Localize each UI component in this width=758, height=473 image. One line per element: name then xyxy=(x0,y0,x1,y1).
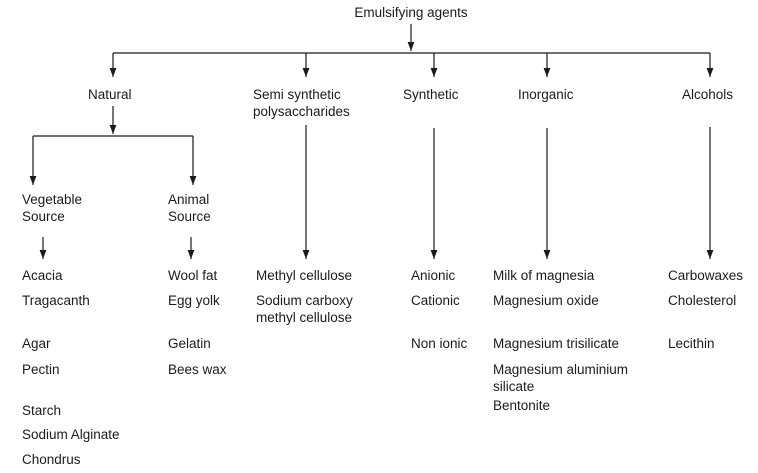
node-tragacanth: Tragacanth xyxy=(22,293,90,308)
node-milk-of-magnesia: Milk of magnesia xyxy=(493,268,595,283)
subcategory-animal-source: Animal Source xyxy=(168,192,211,224)
node-anionic: Anionic xyxy=(411,268,456,283)
category-inorganic: Inorganic xyxy=(518,87,574,102)
node-cationic: Cationic xyxy=(411,293,460,308)
node-egg-yolk: Egg yolk xyxy=(168,293,220,308)
node-chondrus: Chondrus xyxy=(22,452,81,467)
node-methyl-cellulose: Methyl cellulose xyxy=(256,268,353,283)
category-semi-synthetic-polysaccharides: Semi synthetic polysaccharides xyxy=(253,87,350,119)
node-magnesium-oxide: Magnesium oxide xyxy=(493,293,599,308)
category-synthetic: Synthetic xyxy=(403,87,459,102)
category-natural: Natural xyxy=(88,87,132,102)
node-acacia: Acacia xyxy=(22,268,63,283)
node-agar: Agar xyxy=(22,336,51,351)
node-pectin: Pectin xyxy=(22,362,60,377)
root-node-emulsifying-agents: Emulsifying agents xyxy=(354,5,468,20)
node-wool-fat: Wool fat xyxy=(168,268,218,283)
node-magnesium-trisilicate: Magnesium trisilicate xyxy=(493,336,620,351)
node-lecithin: Lecithin xyxy=(668,336,715,351)
subcategory-vegetable-source: Vegetable Source xyxy=(22,192,83,224)
category-alcohols: Alcohols xyxy=(682,87,734,102)
node-cholesterol: Cholesterol xyxy=(668,293,737,308)
node-carbowaxes: Carbowaxes xyxy=(668,268,744,283)
node-gelatin: Gelatin xyxy=(168,336,211,351)
node-bees-wax: Bees wax xyxy=(168,362,227,377)
node-magnesium-aluminium-silicate: Magnesium aluminium silicate xyxy=(493,362,629,394)
node-starch: Starch xyxy=(22,403,62,418)
node-bentonite: Bentonite xyxy=(493,398,551,413)
node-sodium-alginate: Sodium Alginate xyxy=(22,427,120,442)
node-non-ionic: Non ionic xyxy=(411,336,468,351)
node-sodium-carboxy-methyl-cellulose: Sodium carboxy methyl cellulose xyxy=(256,293,353,325)
